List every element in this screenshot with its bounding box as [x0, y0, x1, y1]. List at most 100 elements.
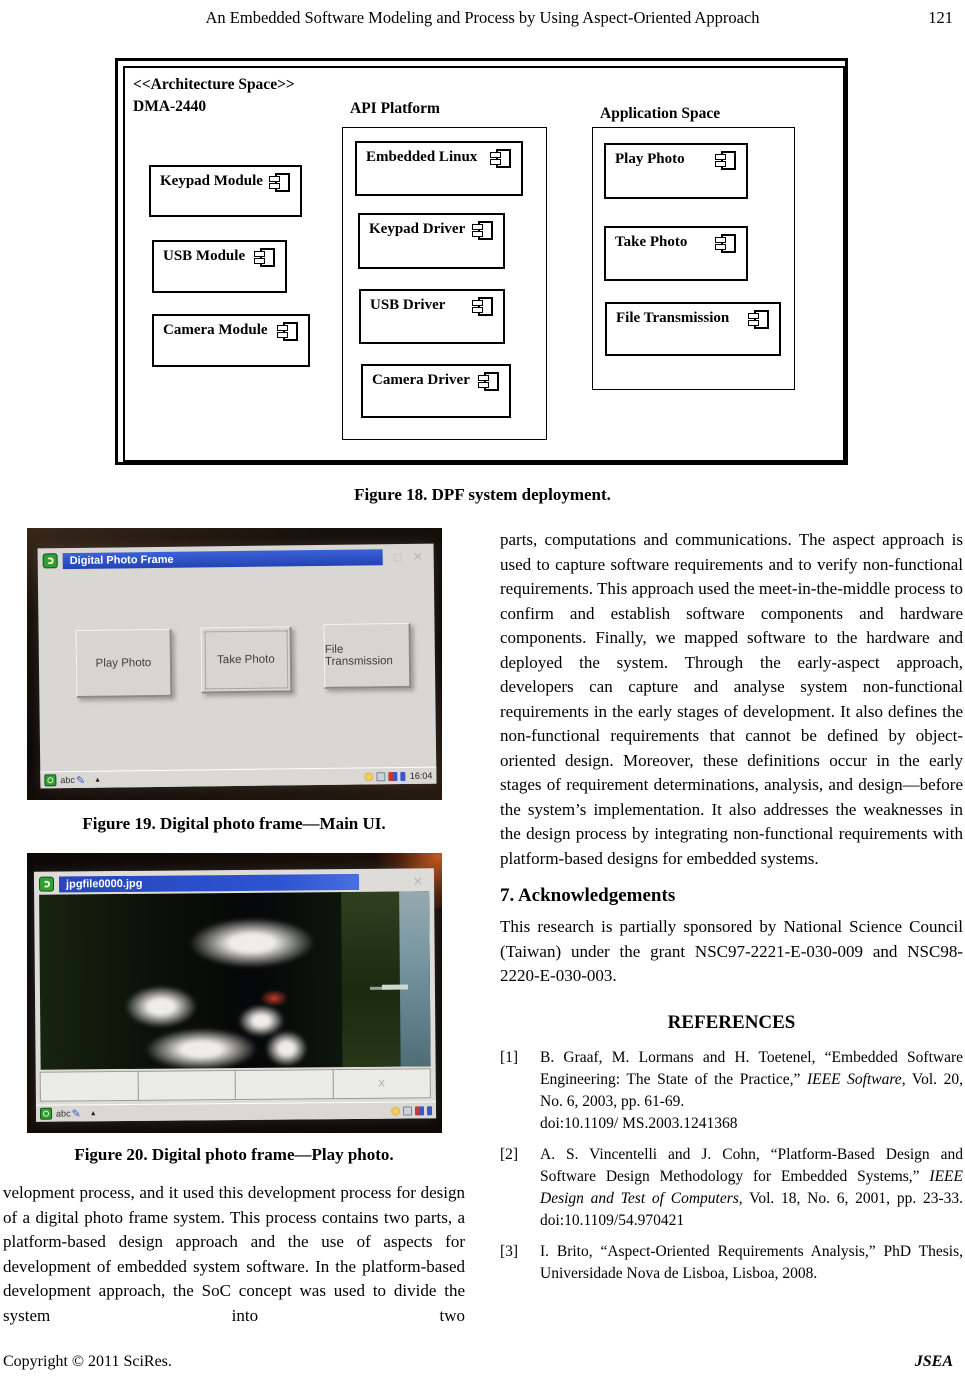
component-usb-driver: USB Driver [359, 289, 505, 344]
pencil-icon [75, 773, 84, 786]
left-column: Digital Photo Frame Play Photo Take Phot… [3, 528, 465, 1328]
start-logo-icon[interactable] [39, 1107, 52, 1120]
reference-text: I. Brito, “Aspect-Oriented Requirements … [540, 1242, 963, 1282]
uml-component-icon [277, 322, 298, 341]
component-file-transmission: File Transmission [605, 302, 781, 356]
reference-text: A. S. Vincentelli and J. Cohn, “Platform… [540, 1145, 964, 1229]
photo-preview [38, 891, 431, 1070]
battery-icon [426, 1105, 432, 1115]
player-controls: X [39, 1068, 431, 1102]
component-usb-module: USB Module [152, 240, 287, 293]
figure19-photo: Digital Photo Frame Play Photo Take Phot… [26, 528, 442, 800]
taskbar-arrow-icon[interactable] [89, 1110, 96, 1117]
api-platform-label: API Platform [350, 100, 440, 117]
network-icon [414, 1105, 424, 1115]
component-take-photo: Take Photo [604, 226, 748, 281]
dma-2440-label: DMA-2440 [133, 98, 207, 115]
component-label: Camera Module [163, 322, 268, 338]
clock-icon [390, 1106, 400, 1116]
architecture-space-stereotype: <<Architecture Space>> [133, 76, 295, 93]
button-label: File Transmission [324, 643, 393, 668]
window-title: Digital Photo Frame [62, 548, 383, 569]
taskbar: abc [35, 1101, 436, 1122]
maximize-icon[interactable] [391, 549, 403, 563]
component-keypad-module: Keypad Module [149, 165, 302, 217]
figure18-diagram: <<Architecture Space>> DMA-2440 Keypad M… [115, 58, 848, 465]
storage-icon [402, 1105, 412, 1116]
component-label: Camera Driver [372, 372, 470, 388]
door-handle-image-region [381, 984, 408, 990]
window-controls [358, 874, 427, 889]
player-button-3[interactable] [234, 1069, 333, 1101]
player-button-1[interactable] [39, 1070, 138, 1102]
component-label: USB Module [163, 248, 246, 264]
taskbar: abc 16:04 [39, 766, 436, 789]
acknowledgements-heading: 7. Acknowledgements [500, 885, 676, 906]
taskbar-arrow-icon[interactable] [94, 776, 101, 783]
play-photo-button[interactable]: Play Photo [75, 628, 172, 698]
component-camera-driver: Camera Driver [361, 364, 511, 418]
journal-abbreviation: JSEA [914, 1353, 953, 1370]
taskbar-time: 16:04 [409, 770, 432, 781]
component-play-photo: Play Photo [604, 143, 748, 199]
reference-item: [2] A. S. Vincentelli and J. Cohn, “Plat… [500, 1144, 963, 1232]
app-logo-icon [42, 553, 58, 569]
uml-component-icon [472, 221, 493, 240]
paper-title: An Embedded Software Modeling and Proces… [205, 8, 760, 27]
component-label: Take Photo [615, 234, 688, 250]
input-method-label: abc [55, 1108, 71, 1119]
uml-component-icon [269, 173, 290, 192]
uml-component-icon [490, 149, 511, 168]
figure20-caption: Figure 20. Digital photo frame—Play phot… [74, 1145, 394, 1164]
application-space-label: Application Space [600, 105, 721, 122]
window-titlebar: jpgfile0000.jpg [38, 872, 427, 893]
close-icon[interactable] [411, 874, 423, 888]
window-title: jpgfile0000.jpg [58, 873, 359, 893]
reference-number: [1] [500, 1048, 519, 1066]
component-embedded-linux: Embedded Linux [355, 141, 523, 196]
window-image-region [398, 891, 431, 1067]
door-image-region [340, 891, 401, 1068]
component-label: USB Driver [370, 297, 446, 313]
component-label: Play Photo [615, 151, 685, 167]
figure18-caption: Figure 18. DPF system deployment. [354, 485, 611, 504]
uml-component-icon [254, 248, 275, 267]
component-camera-module: Camera Module [152, 314, 310, 367]
dpf-play-screen: jpgfile0000.jpg [33, 868, 436, 1122]
storage-icon [376, 771, 386, 781]
uml-component-icon [715, 151, 736, 170]
reference-text: B. Graaf, M. Lormans and H. Toetenel, “E… [540, 1047, 963, 1135]
application-space-box: Play Photo Take Photo File Transmission [592, 127, 795, 390]
acknowledgements-text: This research is partially sponsored by … [500, 917, 963, 985]
doi-text: doi:10.1109/ MS.2003.1241368 [540, 1114, 738, 1132]
button-label: Play Photo [95, 656, 151, 670]
figure20-photo: jpgfile0000.jpg [26, 853, 442, 1133]
page-number: 121 [928, 8, 953, 27]
window-titlebar: Digital Photo Frame [42, 548, 427, 570]
battery-icon [400, 771, 406, 781]
component-label: File Transmission [616, 310, 730, 326]
page-footer: Copyright © 2011 SciRes. JSEA [3, 1353, 953, 1371]
close-icon[interactable] [411, 549, 423, 563]
take-photo-button[interactable]: Take Photo [200, 626, 292, 694]
player-close-button[interactable]: X [331, 1068, 431, 1100]
api-platform-box: Embedded Linux Keypad Driver USB Driver … [342, 127, 547, 440]
button-label: Take Photo [216, 653, 275, 666]
reference-item: [3] I. Brito, “Aspect-Oriented Requireme… [500, 1241, 963, 1285]
references-heading: REFERENCES [667, 1011, 796, 1033]
uml-component-icon [748, 310, 769, 329]
file-transmission-button[interactable]: File Transmission [322, 622, 411, 689]
body-paragraph-left: velopment process, and it used this deve… [3, 1183, 465, 1325]
network-icon [388, 771, 398, 781]
component-keypad-driver: Keypad Driver [358, 213, 505, 269]
reference-number: [2] [500, 1145, 519, 1163]
component-label: Embedded Linux [366, 149, 478, 165]
right-column: parts, computations and communications. … [500, 528, 963, 1294]
pencil-icon [71, 1107, 80, 1120]
player-button-2[interactable] [136, 1069, 236, 1101]
reference-number: [3] [500, 1242, 519, 1260]
clock-icon [364, 771, 374, 781]
start-logo-icon[interactable] [43, 774, 56, 787]
window-controls [382, 549, 427, 564]
